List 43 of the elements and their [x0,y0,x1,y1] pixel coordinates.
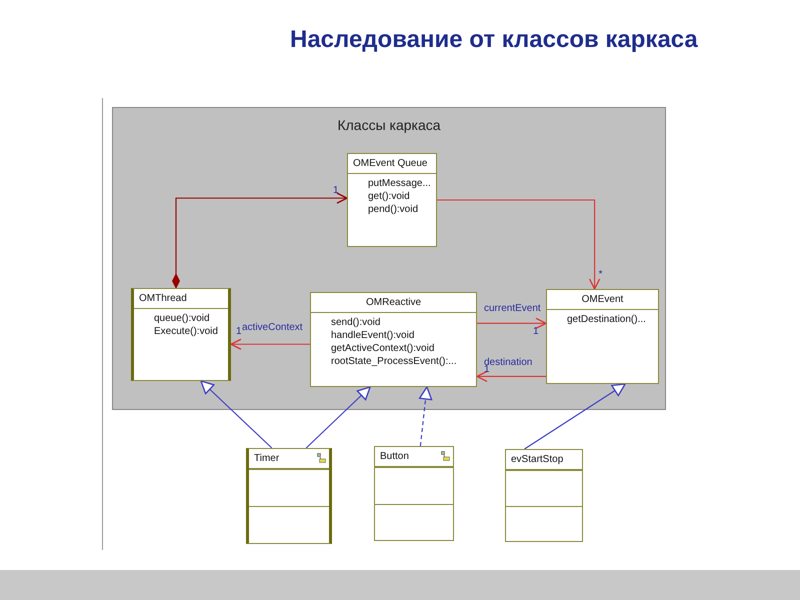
operation-text: getActiveContext():void [331,342,436,355]
slide-title: Наследование от классов каркаса [290,26,699,54]
operation-text: send():void [331,316,382,329]
class-name: OMReactive [366,297,421,308]
class-name: Button [380,451,409,462]
class-box [374,446,454,541]
operation-text: get():void [368,190,411,203]
package-panel [112,107,666,410]
multiplicity-label: 1 [533,326,539,337]
association-arrow [477,318,547,329]
association-arrow [230,338,310,350]
edge-label: 1 [333,185,339,196]
operation-text: putMessage... [368,177,432,190]
multiplicity-label: 1 [484,364,490,375]
class-name: OMThread [139,293,187,304]
operation-text: rootState_ProcessEvent():... [331,355,458,368]
class-box [246,448,332,544]
class-name: evStartStop [511,454,564,465]
operation-text: Execute():void [154,325,219,338]
class-box [505,449,583,542]
generalization-arrow [200,380,272,448]
edge-label: activeContext [242,322,303,334]
association-arrow [437,199,600,290]
multiplicity-label: 1 [236,326,242,337]
operation-text: getDestination()... [567,313,647,326]
class-box [347,153,437,247]
generalization-arrow [418,386,432,446]
class-box [310,292,477,387]
edge-label: * [598,269,602,280]
class-name: Timer [254,453,280,464]
operation-text: handleEvent():void [331,329,416,342]
operation-text: queue():void [154,312,211,325]
package-title: Классы каркаса [337,117,441,133]
generalization-arrow [524,383,626,450]
class-name: OMEvent [582,294,624,305]
edge-label: currentEvent [484,303,541,314]
class-box [546,289,659,384]
class-name: OMEvent Queue [353,158,428,169]
association-arrow [172,192,348,289]
operation-text: pend():void [368,203,420,216]
generalization-arrow [306,386,371,448]
class-box [131,288,231,381]
association-arrow [476,370,546,382]
